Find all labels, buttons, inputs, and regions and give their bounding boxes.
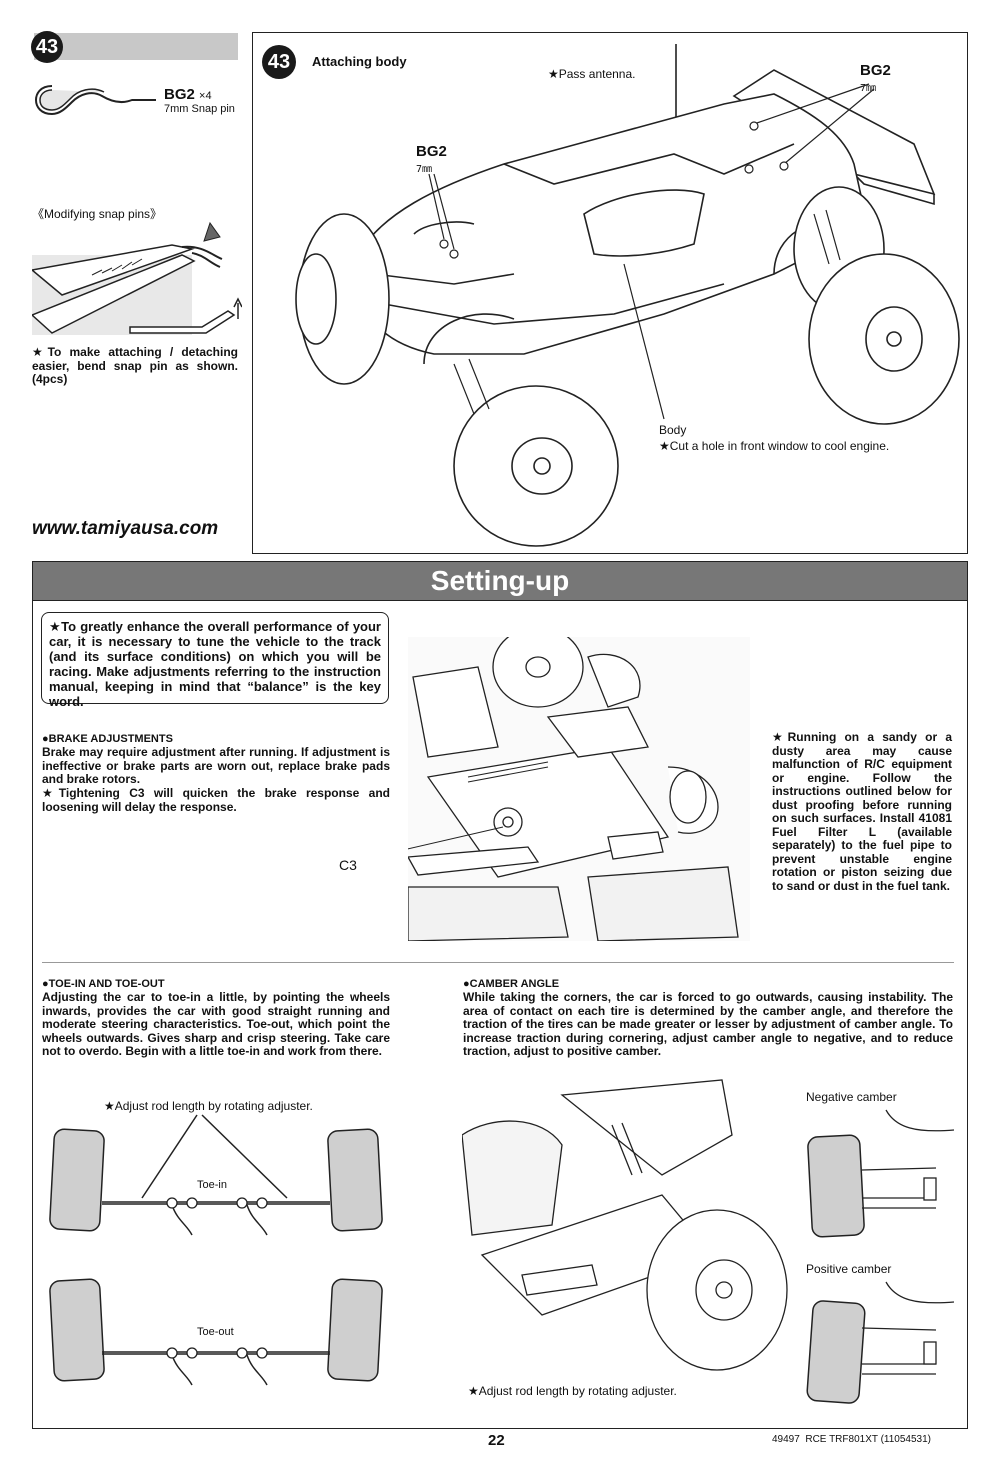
antenna-note: ★Pass antenna. [548, 67, 636, 81]
part-code-text: BG2 [164, 86, 195, 103]
setting-up-title: Setting-up [430, 565, 570, 596]
body-note: ★Cut a hole in front window to cool engi… [659, 439, 890, 453]
left-step-badge: 43 [31, 31, 63, 63]
part-code: BG2 ×4 [164, 86, 212, 103]
bg2-size-right: 7㎜ [860, 83, 877, 94]
sandy-note: ★Running on a sandy or a dusty area may … [772, 730, 952, 893]
brake-heading: ●BRAKE ADJUSTMENTS [42, 733, 173, 745]
step43-title: Attaching body [312, 54, 407, 69]
camber-chassis-illustration [462, 1079, 788, 1371]
bg2-label-right: BG2 [860, 62, 891, 79]
toe-in-label: Toe-in [197, 1179, 227, 1191]
modify-note: ★To make attaching / detaching easier, b… [32, 345, 238, 386]
toe-text: Adjusting the car to toe-in a little, by… [42, 990, 390, 1058]
intro-box: ★To greatly enhance the overall performa… [41, 612, 389, 709]
car-body-illustration [295, 44, 960, 547]
footer-code: 49497 RCE TRF801XT (11054531) [772, 1434, 931, 1445]
step43-badge: 43 [262, 45, 296, 79]
website-link[interactable]: www.tamiyausa.com [32, 518, 219, 539]
c3-label: C3 [339, 857, 357, 873]
section-divider [42, 962, 954, 963]
part-name: 7mm Snap pin [164, 103, 235, 115]
pliers-illustration [32, 221, 242, 335]
positive-camber-label: Positive camber [806, 1262, 892, 1276]
part-qty: ×4 [199, 90, 212, 102]
toe-out-label: Toe-out [197, 1326, 234, 1338]
bg2-size-left: 7㎜ [416, 164, 433, 175]
brake-text-2: ★Tightening C3 will quicken the brake re… [42, 786, 390, 814]
intro-text: ★To greatly enhance the overall performa… [49, 619, 381, 709]
toe-adjust-note: ★Adjust rod length by rotating adjuster. [104, 1099, 313, 1113]
modifying-title: 《Modifying snap pins》 [32, 207, 163, 221]
positive-camber-diagram [806, 1281, 954, 1404]
toe-diagram [49, 1114, 383, 1386]
snap-pin-icon [34, 85, 156, 116]
camber-heading: ●CAMBER ANGLE [463, 978, 560, 990]
step43-frame [252, 32, 968, 554]
setting-up-frame [32, 561, 968, 1429]
camber-adjust-note: ★Adjust rod length by rotating adjuster. [468, 1384, 677, 1398]
body-label: Body [659, 423, 687, 437]
setting-up-header [33, 562, 967, 601]
toe-heading: ●TOE-IN AND TOE-OUT [42, 978, 165, 990]
brake-text-1: Brake may require adjustment after runni… [42, 745, 390, 786]
left-step-header-bar [34, 33, 238, 60]
camber-text: While taking the corners, the car is for… [463, 990, 953, 1058]
brake-illustration [408, 637, 750, 941]
page-number: 22 [488, 1432, 505, 1449]
negative-camber-diagram [807, 1109, 954, 1238]
bg2-label-left: BG2 [416, 143, 447, 160]
negative-camber-label: Negative camber [806, 1090, 897, 1104]
